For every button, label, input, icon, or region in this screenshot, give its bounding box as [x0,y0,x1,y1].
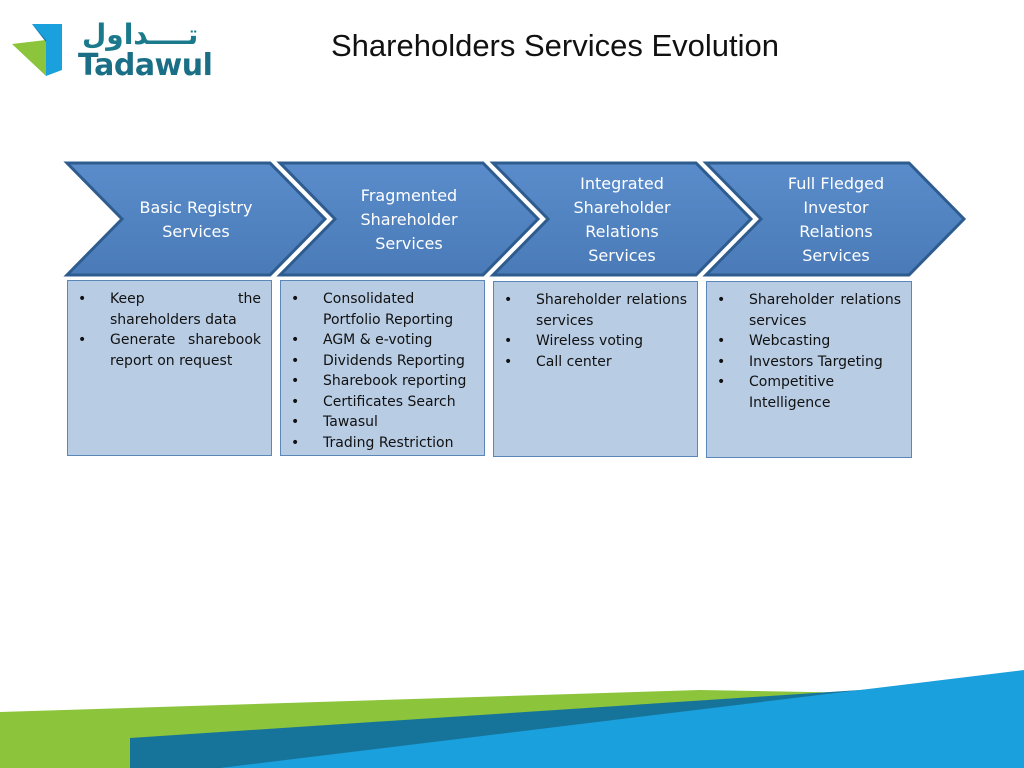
list-item: Sharebook reporting [289,371,474,392]
list-item: Investors Targeting [715,352,901,373]
list-item: Certificates Search [289,392,474,413]
footer-blue-band [220,670,1024,768]
stage-1-label: Basic Registry Services [139,198,253,241]
list-item: Call center [502,352,687,373]
stage-1-arrow [63,161,328,277]
stage-4-label: Full Fledged Investor Relations Services [787,174,885,265]
list-item: Shareholder relations services [715,290,901,331]
page-title: Shareholders Services Evolution [330,28,780,63]
stage-2-arrow [276,161,541,277]
stage-1-box: Keep the shareholders data Generate shar… [67,280,272,456]
list-item: Wireless voting [502,331,687,352]
list-item: Trading Restriction [289,433,474,454]
logo-arabic-text: تــــداول [82,18,199,51]
stage-4-list: Shareholder relations services Webcastin… [715,290,901,413]
stage-3-arrow [489,161,754,277]
list-item: Competitive Intelligence [715,372,901,413]
list-item: Tawasul [289,412,474,433]
stage-4-box: Shareholder relations services Webcastin… [706,281,912,458]
stage-2-label: Fragmented Shareholder Services [360,186,458,253]
list-item: Generate sharebook report on request [76,330,261,371]
footer-swoosh [0,670,1024,768]
stage-2-box: Consolidated Portfolio Reporting AGM & e… [280,280,485,456]
stage-3-label: Integrated Shareholder Relations Service… [573,174,671,265]
stage-3-box: Shareholder relations services Wireless … [493,281,698,457]
list-item: Dividends Reporting [289,351,474,372]
list-item: Shareholder relations services [502,290,687,331]
tadawul-logo: تــــداول Tadawul [10,18,213,83]
logo-latin-text: Tadawul [78,48,213,83]
list-item: Webcasting [715,331,901,352]
stage-4-arrow [702,161,967,277]
list-item: Consolidated Portfolio Reporting [289,289,474,330]
list-item: Keep the shareholders data [76,289,261,330]
stage-1-list: Keep the shareholders data Generate shar… [76,289,261,371]
stage-2-list: Consolidated Portfolio Reporting AGM & e… [289,289,474,453]
tadawul-logo-mark-icon [12,24,62,76]
stage-3-list: Shareholder relations services Wireless … [502,290,687,372]
list-item: AGM & e-voting [289,330,474,351]
